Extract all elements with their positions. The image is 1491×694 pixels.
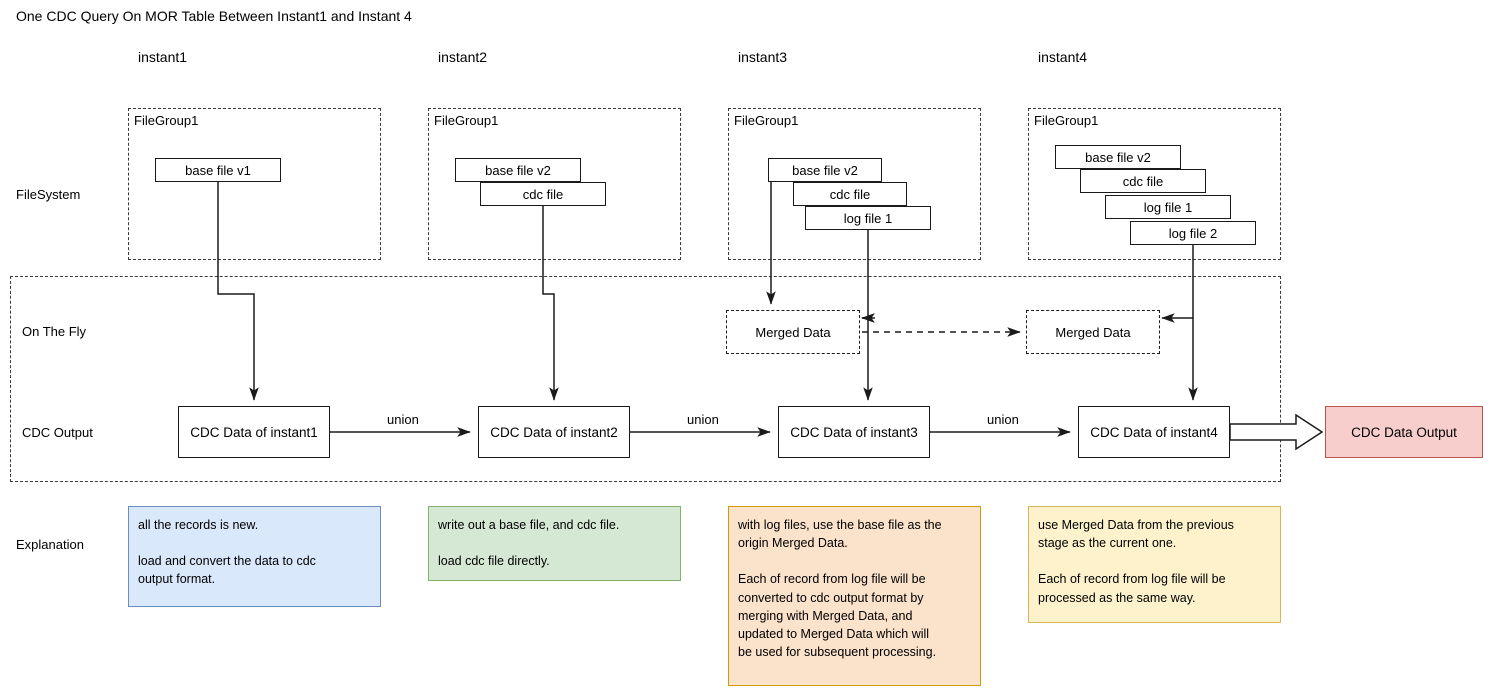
column-header-instant4: instant4	[1038, 49, 1088, 65]
explanation-box-instant3: with log files, use the base file as the…	[728, 506, 981, 686]
file-box-base-file-v2[interactable]: base file v2	[1055, 145, 1181, 169]
filegroup-label: FileGroup1	[1034, 113, 1099, 128]
explanation-box-instant1: all the records is new. load and convert…	[128, 506, 381, 607]
processing-container	[10, 276, 1281, 482]
file-box-base-file-v1[interactable]: base file v1	[155, 158, 281, 182]
filegroup-container-instant1: FileGroup1	[128, 108, 381, 260]
explanation-box-instant4: use Merged Data from the previous stage …	[1028, 506, 1281, 623]
filegroup-label: FileGroup1	[734, 113, 799, 128]
row-label-cdc-output: CDC Output	[22, 425, 93, 440]
row-label-filesystem: FileSystem	[16, 187, 81, 202]
column-header-instant1: instant1	[138, 49, 188, 65]
cdc-data-node-instant3[interactable]: CDC Data of instant3	[778, 406, 930, 458]
filegroup-label: FileGroup1	[134, 113, 199, 128]
union-label-2: union	[684, 412, 722, 427]
file-box-cdc-file[interactable]: cdc file	[793, 182, 907, 206]
file-box-base-file-v2[interactable]: base file v2	[768, 158, 882, 182]
cdc-data-node-instant1[interactable]: CDC Data of instant1	[178, 406, 330, 458]
merged-data-node-instant3[interactable]: Merged Data	[726, 310, 860, 354]
explanation-box-instant2: write out a base file, and cdc file. loa…	[428, 506, 681, 581]
filegroup-label: FileGroup1	[434, 113, 499, 128]
cdc-data-node-instant2[interactable]: CDC Data of instant2	[478, 406, 630, 458]
file-box-log-file-1[interactable]: log file 1	[1105, 195, 1231, 219]
row-label-on-the-fly: On The Fly	[22, 324, 87, 339]
cdc-data-output-box[interactable]: CDC Data Output	[1325, 406, 1483, 458]
merged-data-node-instant4[interactable]: Merged Data	[1026, 310, 1160, 354]
diagram-title: One CDC Query On MOR Table Between Insta…	[16, 8, 412, 24]
file-box-base-file-v2[interactable]: base file v2	[455, 158, 581, 182]
column-header-instant2: instant2	[438, 49, 488, 65]
file-box-log-file-2[interactable]: log file 2	[1130, 221, 1256, 245]
filegroup-container-instant3: FileGroup1	[728, 108, 981, 260]
file-box-cdc-file[interactable]: cdc file	[1080, 169, 1206, 193]
file-box-cdc-file[interactable]: cdc file	[480, 182, 606, 206]
cdc-data-node-instant4[interactable]: CDC Data of instant4	[1078, 406, 1230, 458]
union-label-1: union	[384, 412, 422, 427]
row-label-explanation: Explanation	[16, 537, 84, 552]
union-label-3: union	[984, 412, 1022, 427]
file-box-log-file-1[interactable]: log file 1	[805, 206, 931, 230]
column-header-instant3: instant3	[738, 49, 788, 65]
filegroup-container-instant4: FileGroup1	[1028, 108, 1281, 260]
